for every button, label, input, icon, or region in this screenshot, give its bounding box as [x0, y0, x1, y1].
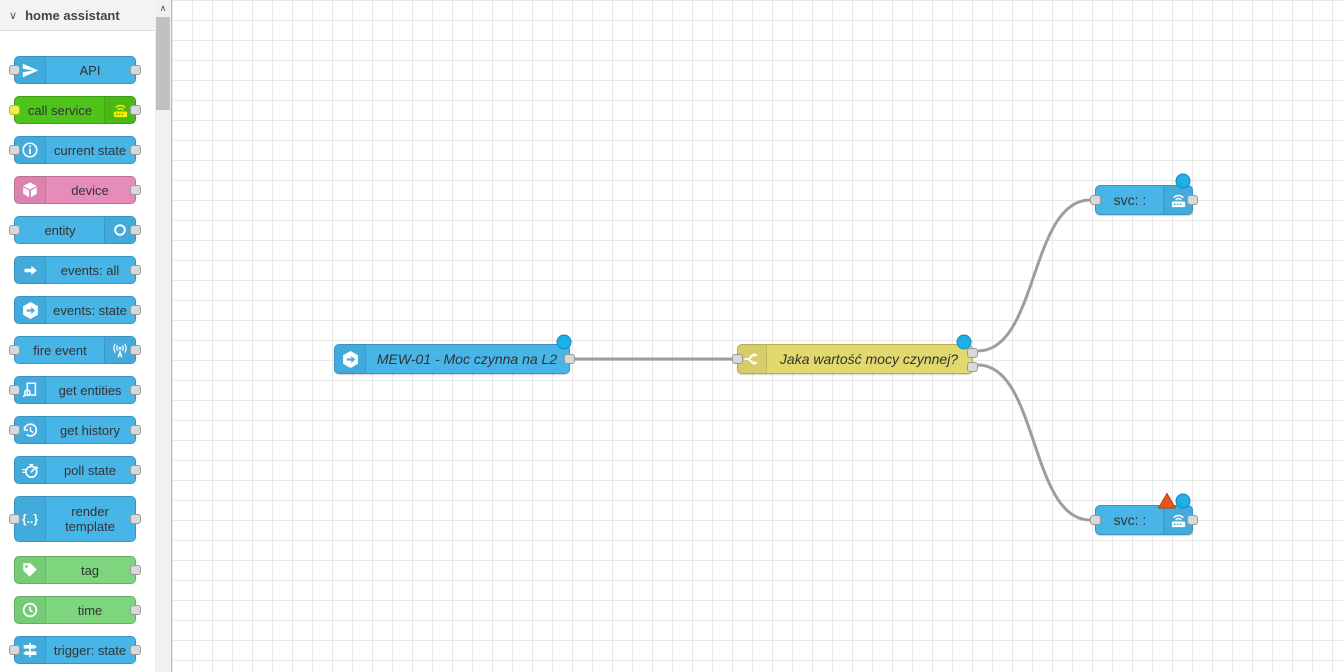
output-port[interactable] [130, 185, 141, 195]
output-port[interactable] [130, 345, 141, 355]
palette-item-label: entity [44, 222, 76, 238]
arrow-right-icon [15, 257, 46, 283]
palette-scrollbar[interactable]: ∧ [155, 0, 171, 672]
palette-item-time[interactable]: time [14, 596, 141, 624]
stopwatch-icon [15, 457, 46, 483]
input-port[interactable] [9, 425, 20, 435]
history-clock-icon [15, 417, 46, 443]
input-port[interactable] [9, 145, 20, 155]
hexagon-arrow-icon [15, 297, 46, 323]
palette-item-label: trigger: state [53, 642, 127, 658]
flow-canvas[interactable]: MEW-01 - Moc czynna na L2 Jaka wartość m… [172, 0, 1343, 672]
router-icon [104, 97, 135, 123]
output-port[interactable] [130, 645, 141, 655]
output-port[interactable] [130, 305, 141, 315]
wire[interactable] [977, 198, 1091, 353]
input-port[interactable] [732, 354, 743, 364]
input-port[interactable] [9, 65, 20, 75]
palette-item-tag[interactable]: tag [14, 556, 141, 584]
palette-item-label: fire event [33, 342, 87, 358]
output-port-1[interactable] [967, 348, 978, 358]
input-port[interactable] [1090, 195, 1101, 205]
hexagon-arrow-icon [335, 345, 366, 373]
palette-item-call-service[interactable]: call service [9, 96, 141, 124]
input-port[interactable] [9, 385, 20, 395]
status-indicator-layer [556, 173, 1191, 509]
signpost-icon [15, 637, 46, 663]
output-port[interactable] [1187, 195, 1198, 205]
wire-layer [575, 198, 1091, 522]
palette-item-label: device [71, 182, 109, 198]
output-port[interactable] [130, 514, 141, 524]
palette-item-current-state[interactable]: current state [9, 136, 141, 164]
node-switch[interactable]: Jaka wartość mocy czynnej? [732, 344, 978, 374]
output-port-2[interactable] [967, 362, 978, 372]
palette-item-label: events: state [53, 302, 127, 318]
paper-plane-icon [15, 57, 46, 83]
tag-icon [15, 557, 46, 583]
scroll-up-arrow-icon[interactable]: ∧ [155, 0, 171, 16]
palette-item-label: API [79, 62, 101, 78]
scrollbar-thumb[interactable] [156, 17, 170, 110]
palette-item-poll-state[interactable]: poll state [14, 456, 141, 484]
palette-item-label: call service [27, 102, 93, 118]
node-label: Jaka wartość mocy czynnej? [779, 351, 959, 367]
output-port[interactable] [130, 145, 141, 155]
node-label: svc: : [1113, 192, 1147, 208]
output-port[interactable] [130, 565, 141, 575]
output-port[interactable] [130, 385, 141, 395]
input-port[interactable] [9, 514, 20, 524]
input-port[interactable] [9, 345, 20, 355]
output-port[interactable] [130, 425, 141, 435]
palette-item-entity[interactable]: entity [9, 216, 141, 244]
palette-item-get-history[interactable]: get history [9, 416, 141, 444]
palette-item-device[interactable]: device [14, 176, 141, 204]
wire[interactable] [977, 363, 1091, 522]
input-port[interactable] [1090, 515, 1101, 525]
output-port[interactable] [1187, 515, 1198, 525]
palette-item-label: events: all [60, 262, 120, 278]
palette-item-label: tag [80, 562, 100, 578]
output-port[interactable] [130, 65, 141, 75]
palette-category-label: home assistant [25, 7, 120, 23]
clock-icon [15, 597, 46, 623]
palette-item-label: current state [53, 142, 127, 158]
node-label: MEW-01 - Moc czynna na L2 [376, 351, 558, 367]
output-port[interactable] [130, 465, 141, 475]
palette-item-render-template[interactable]: {..} render template [9, 496, 141, 542]
output-port[interactable] [130, 265, 141, 275]
palette-sidebar: ∨ home assistant API [0, 0, 172, 672]
palette-category-home-assistant[interactable]: ∨ home assistant [0, 0, 155, 31]
palette-item-api[interactable]: API [9, 56, 141, 84]
node-events-state[interactable]: MEW-01 - Moc czynna na L2 [334, 344, 575, 374]
palette-item-get-entities[interactable]: get entities [9, 376, 141, 404]
node-call-service[interactable]: svc: : [1090, 185, 1198, 215]
palette-item-events-state[interactable]: events: state [14, 296, 141, 324]
palette-item-label: get entities [58, 382, 122, 398]
node-label: svc: : [1113, 512, 1147, 528]
chevron-down-icon: ∨ [9, 9, 18, 22]
palette-item-events-all[interactable]: events: all [14, 256, 141, 284]
output-port[interactable] [130, 105, 141, 115]
template-braces-icon: {..} [15, 497, 46, 541]
palette-item-label: render template [65, 504, 115, 534]
input-port[interactable] [9, 225, 20, 235]
palette-item-trigger-state[interactable]: trigger: state [9, 636, 141, 664]
cube-icon [15, 177, 46, 203]
circle-outline-icon [104, 217, 135, 243]
output-port[interactable] [130, 605, 141, 615]
palette-item-fire-event[interactable]: fire event [9, 336, 141, 364]
palette-item-label: get history [60, 422, 120, 438]
input-port[interactable] [9, 105, 20, 115]
document-search-icon [15, 377, 46, 403]
broadcast-icon [104, 337, 135, 363]
info-circle-icon [15, 137, 46, 163]
input-port[interactable] [9, 645, 20, 655]
palette-item-label: time [77, 602, 103, 618]
output-port[interactable] [130, 225, 141, 235]
palette-item-label: poll state [63, 462, 117, 478]
output-port[interactable] [564, 354, 575, 364]
node-call-service[interactable]: svc: : [1090, 505, 1198, 535]
